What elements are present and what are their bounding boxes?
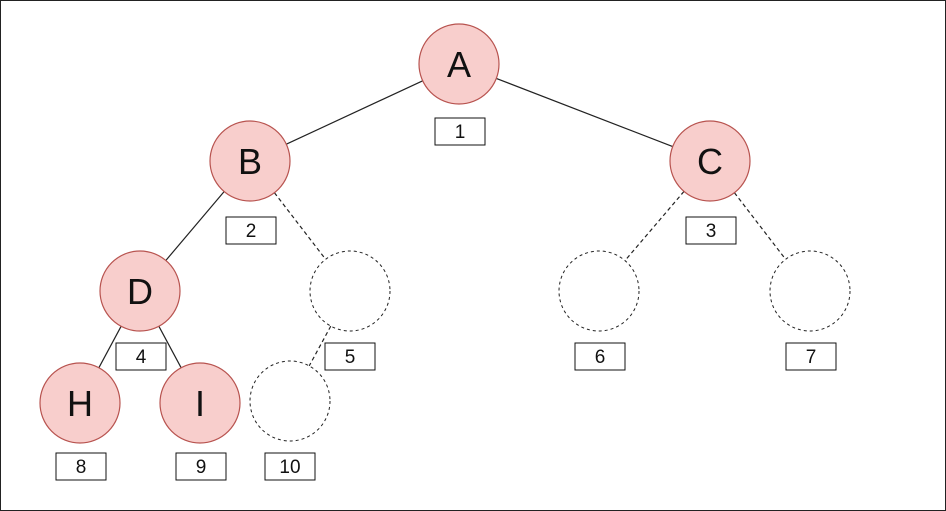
index-label: 5 [345,347,356,368]
node-circle [418,23,500,105]
edge-a-b [286,80,423,145]
tree-node-8: H [39,362,121,444]
node-label: A [447,44,471,85]
tree-node-3: C [669,120,751,202]
index-label: 2 [246,221,257,242]
index-box-2: 2 [225,216,277,245]
index-box-frame [324,342,376,371]
node-circle [159,362,241,444]
index-label: 6 [595,347,606,368]
node-label: I [195,383,205,424]
edges-layer [98,77,787,368]
node-circle [39,362,121,444]
node-circle [99,250,181,332]
index-box-frame [434,117,486,146]
index-boxes-layer: 1 2 3 4 5 6 7 8 9 10 [55,117,837,481]
tree-node-4: D [99,250,181,332]
nodes-layer: A B C D H I [39,23,851,444]
empty-node-circle [769,250,851,332]
edge-e-j [308,325,332,367]
node-label: D [127,271,153,312]
index-box-8: 8 [55,452,107,481]
edge-d-h [98,326,122,368]
index-box-frame [785,342,837,371]
edge-a-c [496,77,673,148]
index-label: 10 [279,457,300,478]
tree-node-5 [309,250,391,332]
edge-c-f [624,191,685,261]
edge-b-e [273,192,327,260]
node-circle [209,120,291,202]
edge-c-g [733,192,787,260]
tree-node-1: A [418,23,500,105]
empty-node-circle [249,360,331,442]
node-label: H [67,383,93,424]
empty-node-circle [558,250,640,332]
index-label: 1 [455,122,466,143]
index-box-frame [175,452,227,481]
index-box-frame [115,342,167,371]
node-label: B [238,141,262,182]
index-box-7: 7 [785,342,837,371]
tree-node-10 [249,360,331,442]
index-box-frame [225,216,277,245]
index-box-5: 5 [324,342,376,371]
index-label: 9 [196,457,207,478]
index-box-6: 6 [574,342,626,371]
index-label: 4 [136,347,147,368]
index-box-frame [574,342,626,371]
tree-node-9: I [159,362,241,444]
tree-node-2: B [209,120,291,202]
index-label: 8 [76,457,87,478]
node-label: C [697,141,723,182]
index-box-4: 4 [115,342,167,371]
index-box-1: 1 [434,117,486,146]
index-box-frame [55,452,107,481]
index-box-9: 9 [175,452,227,481]
index-box-frame [685,216,737,245]
index-box-frame [264,452,316,481]
index-box-10: 10 [264,452,316,481]
edge-d-i [158,326,182,368]
empty-node-circle [309,250,391,332]
index-label: 7 [806,347,817,368]
index-box-3: 3 [685,216,737,245]
index-label: 3 [706,221,717,242]
edge-b-d [165,191,225,261]
tree-node-7 [769,250,851,332]
tree-node-6 [558,250,640,332]
node-circle [669,120,751,202]
